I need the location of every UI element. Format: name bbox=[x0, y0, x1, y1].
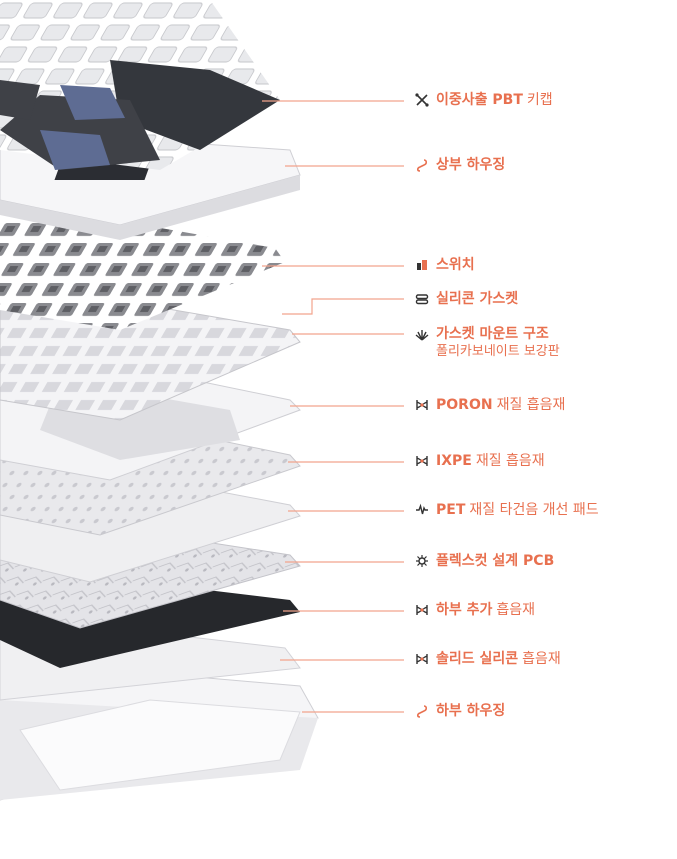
label-bold: 하부 하우징 bbox=[436, 703, 505, 720]
label-bottom-housing: 하부 하우징 bbox=[414, 703, 509, 720]
label-bold: 스위치 bbox=[436, 257, 475, 274]
label-gasket-mount: 가스켓 마운트 구조 폴리카보네이트 보강판 bbox=[414, 326, 560, 360]
foam-icon bbox=[414, 651, 430, 667]
gasket-icon bbox=[414, 291, 430, 307]
label-top-housing: 상부 하우징 bbox=[414, 157, 509, 174]
label-pcb: 플렉스컷 설계 PCB bbox=[414, 553, 558, 570]
foam-icon bbox=[414, 397, 430, 413]
keycap-icon bbox=[414, 92, 430, 108]
label-bold: 이중사출 PBT bbox=[436, 92, 523, 109]
label-switch: 스위치 bbox=[414, 257, 479, 274]
label-bold: 상부 하우징 bbox=[436, 157, 505, 174]
label-bold: 실리콘 가스켓 bbox=[436, 291, 518, 308]
foam-icon bbox=[414, 453, 430, 469]
label-bold: 플렉스컷 설계 PCB bbox=[436, 553, 554, 570]
label-bold: 솔리드 실리콘 bbox=[436, 651, 518, 668]
link-icon bbox=[414, 157, 430, 173]
label-bold: 하부 추가 bbox=[436, 602, 492, 619]
wave-icon bbox=[414, 502, 430, 518]
label-bold: 가스켓 마운트 구조 bbox=[436, 326, 549, 343]
circuit-icon bbox=[414, 553, 430, 569]
mount-icon bbox=[414, 326, 430, 342]
switch-icon bbox=[414, 257, 430, 273]
label-bold: IXPE bbox=[436, 453, 472, 470]
link-icon bbox=[414, 703, 430, 719]
label-normal: 흡음재 bbox=[496, 602, 535, 619]
label-subtitle: 폴리카보네이트 보강판 bbox=[436, 343, 560, 360]
label-normal: 흡음재 bbox=[522, 651, 561, 668]
label-bold: PET bbox=[436, 502, 465, 519]
label-bold: PORON bbox=[436, 397, 493, 414]
foam-icon bbox=[414, 602, 430, 618]
label-gasket: 실리콘 가스켓 bbox=[414, 291, 522, 308]
keycaps-layer bbox=[0, 0, 280, 170]
label-normal: 키캡 bbox=[527, 92, 553, 109]
label-normal: 재질 흡음재 bbox=[476, 453, 545, 470]
label-normal: 재질 흡음재 bbox=[497, 397, 566, 414]
label-normal: 재질 타건음 개선 패드 bbox=[469, 502, 598, 519]
